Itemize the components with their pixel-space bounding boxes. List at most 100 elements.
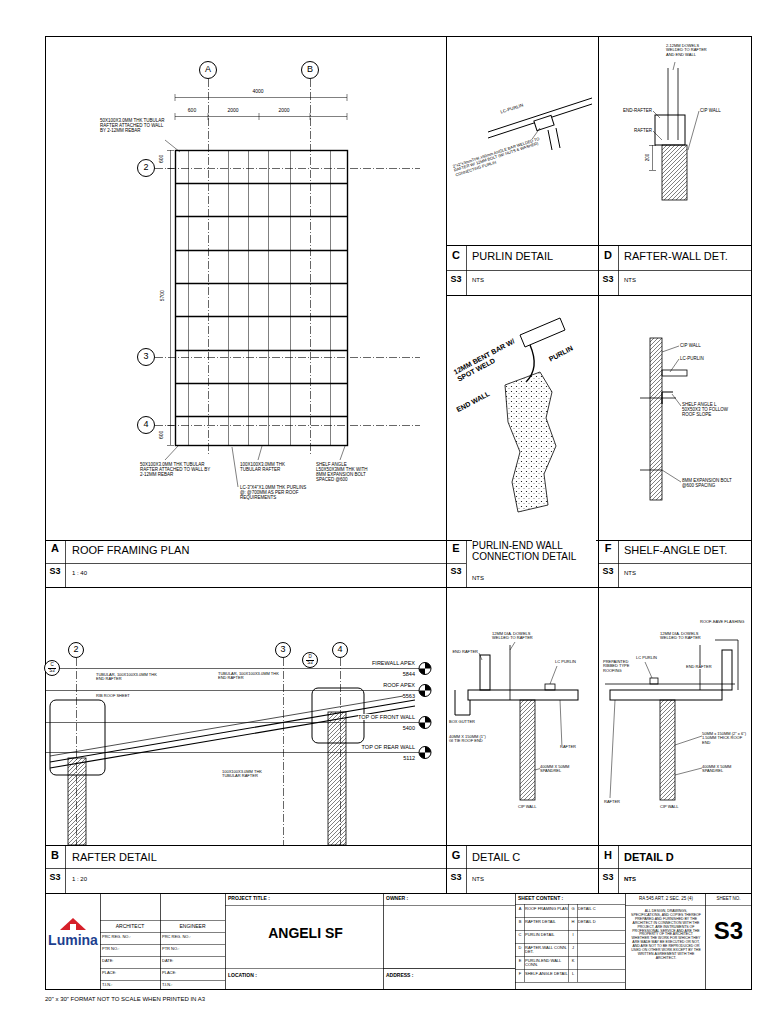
drawing-label: S3	[450, 566, 461, 576]
drawing-label: NTS	[472, 575, 484, 582]
drawing-label: SHELF ANGLE L50X50X3MM THK WITH 8MM EXPA…	[316, 462, 376, 482]
drawing-label: 400MM X 50MM SPANDREL	[540, 765, 590, 774]
drawing-label: G	[452, 849, 461, 861]
drawing-label: 100X100X3.0MM THK TUBULAR RAFTER	[240, 462, 302, 472]
drawing-label: CIP WALL	[518, 805, 536, 809]
drawing-label: TOP OF FRONT WALL	[358, 714, 415, 720]
drawing-label: 1 : 40	[72, 570, 87, 577]
drawing-line	[662, 346, 681, 482]
drawing-label: A	[51, 542, 59, 554]
drawing-label: B	[51, 849, 59, 861]
drawing-label: PURLIN DETAIL	[472, 250, 553, 262]
drawing-line	[545, 684, 555, 690]
drawing-line	[515, 904, 752, 983]
drawing-line	[655, 115, 685, 145]
drawing-label: 5563	[403, 693, 415, 699]
drawing-label: LC-3"X4"X1.0MM THK PURLINS @: @700MM AS …	[240, 485, 310, 500]
drawing-line	[649, 62, 699, 171]
drawing-label: PTR NO.:	[102, 947, 119, 951]
drawing-label: C	[452, 249, 460, 261]
drawing-label: 5400	[403, 725, 415, 731]
bubble-text: 2	[73, 645, 78, 655]
drawing-label: A	[519, 907, 522, 911]
drawing-label: 600	[159, 155, 165, 163]
drawing-label: 2-12MM DOWELS WELDED TO RAFTER AND END W…	[666, 44, 716, 57]
drawing-label: S3	[602, 872, 613, 882]
bubble-text: 3	[280, 645, 285, 655]
drawing-label: T.I.N.:	[162, 983, 172, 987]
bubble-text: B	[307, 65, 313, 75]
drawing-label: DATE:	[162, 959, 173, 963]
bubble-text: S3	[306, 660, 314, 666]
drawing-label: D	[604, 249, 612, 261]
drawing-label: 100X100X3.0MM THK TUBULAR RAFTER	[222, 770, 277, 779]
drawing-label: LC PURLIN	[555, 660, 576, 664]
drawing-line	[548, 128, 560, 150]
drawing-line	[60, 918, 86, 930]
drawing-line	[175, 94, 347, 120]
drawing-line	[640, 398, 676, 470]
drawing-label: K	[572, 959, 575, 963]
drawing-label: S3	[602, 566, 613, 576]
drawing-line	[455, 690, 470, 715]
drawing-line	[660, 700, 675, 800]
bubble-text: 3	[143, 352, 148, 362]
drawing-label: 8MM EXPANSION BOLT @600 SPACING	[682, 478, 732, 488]
drawing-label: LC PURLIN	[636, 656, 657, 660]
drawing-label: PREPAINTED RIBBED TYPE ROOFING	[603, 660, 635, 673]
drawing-label: RIB ROOF SHEET	[96, 694, 130, 698]
drawing-line	[100, 906, 515, 981]
drawing-label: H	[604, 849, 612, 861]
drawing-label: Lumina	[48, 933, 98, 949]
drawing-line	[479, 642, 562, 770]
drawing-label: S3	[450, 872, 461, 882]
drawing-label: PRC REG. NO.:	[102, 935, 131, 939]
drawing-label: 600	[188, 108, 196, 114]
drawing-line	[165, 140, 345, 487]
drawing-label: PTR NO.:	[162, 947, 179, 951]
rafter-wall-detail	[649, 62, 699, 200]
drawing-line	[650, 338, 662, 500]
drawing-label: ROOF APEX	[383, 682, 415, 688]
rafter-detail	[45, 658, 431, 845]
drawing-label: ROOF FRAMING PLAN	[72, 544, 189, 556]
drawing-line	[101, 893, 706, 990]
grid-bubble: CS3	[44, 660, 60, 676]
drawing-label: RAFTER DETAIL	[72, 851, 157, 863]
drawing-label: PURLIN-END WALL CONN.	[525, 959, 568, 968]
drawing-label: NTS	[472, 876, 484, 883]
drawing-label: S3	[602, 274, 613, 284]
drawing-label: 40MM X 150MM (1") GI TIE ROOF END	[449, 735, 489, 744]
grid-bubble: 3	[137, 348, 155, 366]
drawing-label: PRC REG. NO.:	[162, 935, 191, 939]
drawing-line	[534, 115, 554, 130]
drawing-label: 600	[159, 431, 165, 439]
drawing-label: TUBULAR, 100X100X3.0MM THK END RAFTER	[96, 673, 158, 682]
drawing-label: 2000	[278, 108, 289, 114]
drawing-label: RAFTER	[604, 800, 620, 804]
drawing-label: 12MM BENT BAR W/ SPOT WELD	[452, 336, 521, 383]
grid-bubble: 2	[68, 642, 84, 658]
drawing-label: ALL DESIGN, DRAWINGS, SPECIFICATIONS, AN…	[630, 910, 702, 961]
drawing-label: I	[572, 933, 573, 937]
drawing-line	[176, 151, 348, 446]
drawing-label: NTS	[624, 277, 636, 284]
drawing-line	[45, 36, 752, 894]
drawing-line	[668, 68, 678, 140]
drawing-label: 50X100X3.0MM THK TUBULAR RAFTER ATTACHED…	[100, 118, 170, 133]
drawing-line	[312, 688, 364, 743]
drawing-label: RAFTER DETAIL	[525, 920, 556, 924]
drawing-label: CIP WALL	[700, 108, 721, 113]
drawing-label: NTS	[624, 570, 636, 577]
drawing-label: 20" x 30" FORMAT NOT TO SCALE WHEN PRINT…	[45, 996, 205, 1003]
drawing-label: 50MM x 150MM (2" x 6") 1.50MM THICK ROOF…	[702, 732, 750, 745]
drawing-label: END RAFTER	[686, 665, 712, 669]
bubble-text: 4	[337, 645, 342, 655]
drawing-label: TUBULAR, 100X100X3.0MM THK END RAFTER	[218, 672, 280, 681]
drawing-label: PLACE:	[102, 971, 116, 975]
sheet-frame	[45, 36, 752, 990]
drawing-label: FIREWALL APEX	[372, 660, 415, 666]
bubble-text: A	[205, 65, 211, 75]
drawing-label: LC-PURLIN	[500, 102, 524, 114]
